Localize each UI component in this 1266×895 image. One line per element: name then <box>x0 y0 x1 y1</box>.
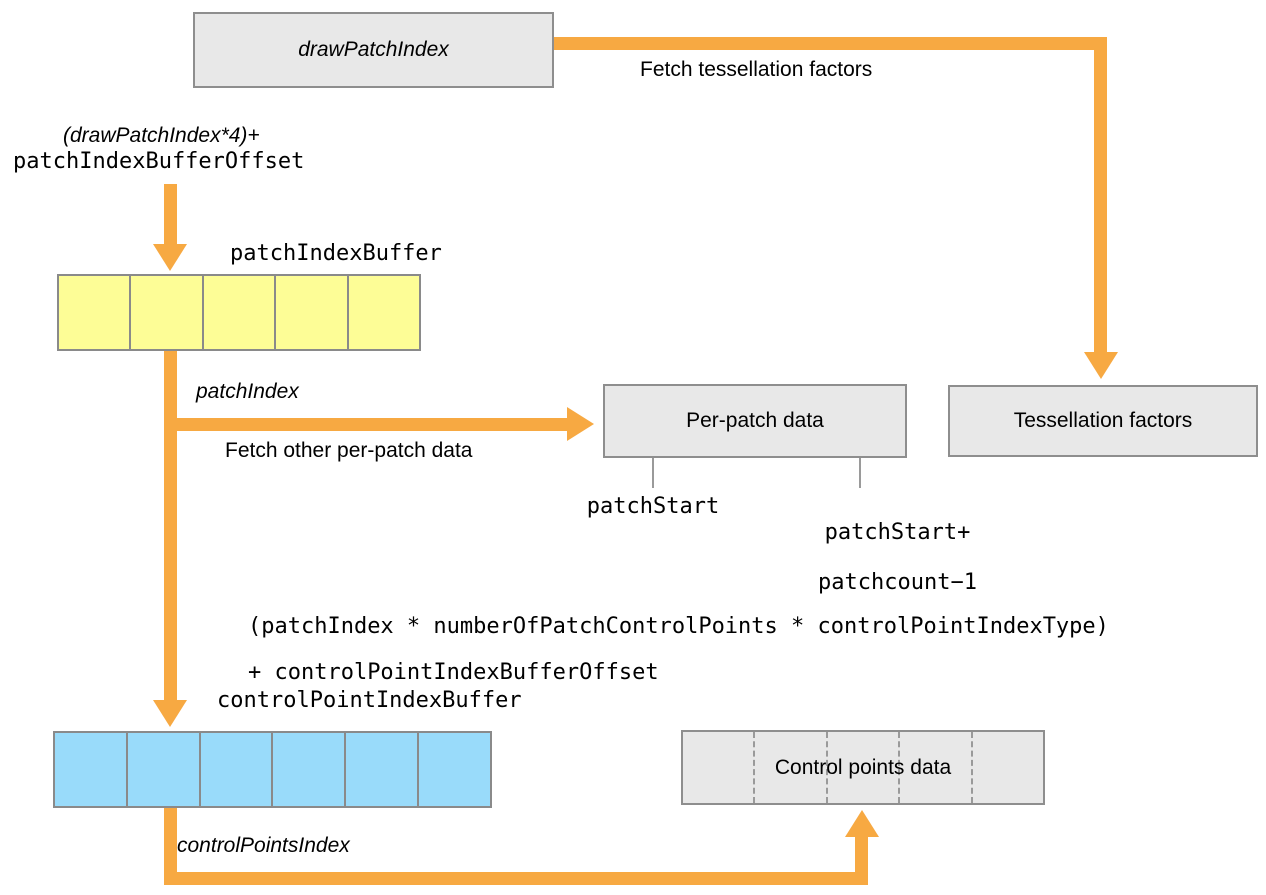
arrowhead-into-tessellation-factors <box>1084 352 1118 379</box>
node-draw-patch-index-label: drawPatchIndex <box>298 38 449 61</box>
node-tessellation-factors: Tessellation factors <box>948 385 1258 457</box>
edge-fetch-tessellation-horizontal <box>554 37 1107 50</box>
arrowhead-into-control-point-index-buffer <box>153 700 187 727</box>
node-control-points-data: Control points data <box>681 730 1045 805</box>
edge-into-patch-index-buffer <box>164 184 177 246</box>
per-patch-range-tick-end <box>859 458 861 488</box>
label-patch-end-line2: patchcount−1 <box>818 570 977 595</box>
node-control-points-data-label: Control points data <box>774 755 952 779</box>
label-control-points-index: controlPointsIndex <box>177 834 350 857</box>
label-patch-index-buffer: patchIndexBuffer <box>230 241 442 266</box>
label-control-offset-line1: (patchIndex * numberOfPatchControlPoints… <box>247 614 1109 639</box>
buffer-cell <box>344 733 417 806</box>
edge-patch-index-vertical <box>164 351 177 701</box>
arrowhead-into-control-points-data <box>845 810 879 837</box>
arrowhead-into-per-patch-data <box>567 407 594 441</box>
node-tessellation-factors-label: Tessellation factors <box>1013 409 1193 432</box>
label-patch-end-line1: patchStart+ <box>824 520 971 545</box>
label-draw-offset-expression-line2: patchIndexBufferOffset <box>13 149 305 174</box>
label-patch-index: patchIndex <box>196 380 299 403</box>
edge-fetch-per-patch-horizontal <box>164 418 568 431</box>
node-draw-patch-index: drawPatchIndex <box>193 12 554 88</box>
edge-fetch-tessellation-vertical <box>1094 37 1107 353</box>
buffer-cell <box>201 276 274 349</box>
label-fetch-tessellation-factors: Fetch tessellation factors <box>640 58 873 81</box>
buffer-cell <box>274 276 346 349</box>
buffer-cell <box>59 276 129 349</box>
label-control-offset-line2: + controlPointIndexBufferOffset <box>247 660 659 685</box>
buffer-cell <box>753 732 825 803</box>
patch-index-buffer <box>57 274 421 351</box>
edge-control-points-vertical-right <box>855 836 868 885</box>
node-per-patch-data-label: Per-patch data <box>686 409 824 432</box>
edge-control-points-horizontal <box>164 872 868 885</box>
label-control-point-index-buffer: controlPointIndexBuffer <box>217 688 522 713</box>
control-point-index-buffer <box>53 731 492 808</box>
buffer-cell <box>271 733 344 806</box>
buffer-cell <box>55 733 126 806</box>
label-fetch-other-per-patch-data: Fetch other per-patch data <box>225 439 473 462</box>
buffer-cell <box>825 732 898 803</box>
label-patch-start: patchStart <box>586 494 720 519</box>
buffer-cell <box>970 732 1043 803</box>
node-per-patch-data: Per-patch data <box>603 384 907 458</box>
buffer-cell <box>417 733 490 806</box>
buffer-cell <box>129 276 201 349</box>
label-patch-start-plus-count: patchStart+ patchcount−1 <box>721 495 1021 620</box>
buffer-cell <box>125 733 199 806</box>
arrowhead-into-patch-index-buffer <box>153 244 187 271</box>
per-patch-range-tick-start <box>652 458 654 488</box>
buffer-cell <box>198 733 272 806</box>
buffer-cell <box>346 276 419 349</box>
buffer-cell <box>898 732 970 803</box>
edge-control-points-vertical-left <box>164 806 177 885</box>
label-draw-offset-expression-line1: (drawPatchIndex*4)+ <box>63 124 260 147</box>
label-control-offset-expression: (patchIndex * numberOfPatchControlPoints… <box>195 592 1109 707</box>
